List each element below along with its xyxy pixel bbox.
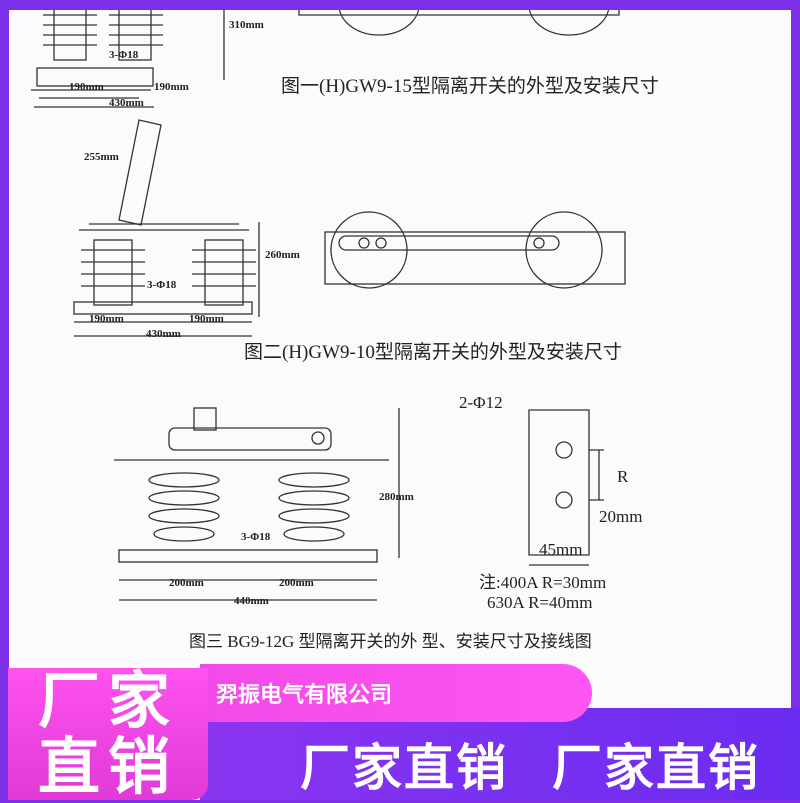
fig1-left-label: 190mm: [69, 81, 104, 93]
fig1-total-label: 430mm: [109, 97, 144, 109]
fig1-right-label: 190mm: [154, 81, 189, 93]
figure1-caption: 图一(H)GW9-15型隔离开关的外型及安装尺寸: [281, 75, 659, 97]
fig3-height-label: 280mm: [379, 491, 414, 503]
terminal-r-label: R: [617, 467, 629, 486]
slogan-2: 厂家直销: [552, 739, 760, 797]
fig2-total-label: 430mm: [146, 328, 181, 340]
company-pill: 羿振电气有限公司: [200, 664, 592, 722]
figure3-side-view: [114, 407, 400, 601]
figure3-caption: 图三 BG9-12G 型隔离开关的外 型、安装尺寸及接线图: [189, 632, 592, 651]
fig2-left-label: 190mm: [89, 313, 124, 325]
fig2-height-label: 260mm: [265, 249, 300, 261]
slogan-1: 厂家直销: [300, 739, 508, 797]
company-name: 羿振电气有限公司: [216, 683, 393, 708]
badge-line-1: 厂家: [38, 664, 179, 737]
fig3-total-label: 440mm: [234, 595, 269, 607]
direct-sale-badge: 厂家 直销: [8, 668, 208, 800]
figure2-side-view: [73, 119, 260, 337]
terminal-width-label: 45mm: [539, 540, 582, 559]
note-400a: 注:400A R=30mm: [479, 573, 606, 592]
fig3-left-label: 200mm: [169, 577, 204, 589]
badge-line-2: 直销: [38, 730, 179, 803]
fig2-holes-label: 3-Φ18: [147, 279, 177, 291]
figure2-caption: 图二(H)GW9-10型隔离开关的外型及安装尺寸: [244, 341, 622, 363]
fig3-right-label: 200mm: [279, 577, 314, 589]
slogan-bar: 厂家直销 厂家直销: [200, 708, 800, 800]
terminal-holes-label: 2-Φ12: [459, 393, 503, 412]
terminal-offset-label: 20mm: [599, 507, 642, 526]
fig3-holes-label: 3-Φ18: [241, 531, 271, 543]
figure2-top-view: [324, 211, 626, 289]
figure1-top-view: [298, 10, 620, 36]
fig1-holes-label: 3-Φ18: [109, 49, 139, 61]
drawings: 310mm 3-Φ18 190mm 190mm 430mm 图一(H)GW9-1…: [31, 10, 659, 651]
fig2-right-label: 190mm: [189, 313, 224, 325]
note-630a: 630A R=40mm: [487, 593, 592, 612]
figure1-insulators: [31, 10, 225, 108]
figure3-terminal: [528, 409, 604, 566]
fig2-blade-label: 255mm: [84, 151, 119, 163]
fig1-height-label: 310mm: [229, 19, 264, 31]
